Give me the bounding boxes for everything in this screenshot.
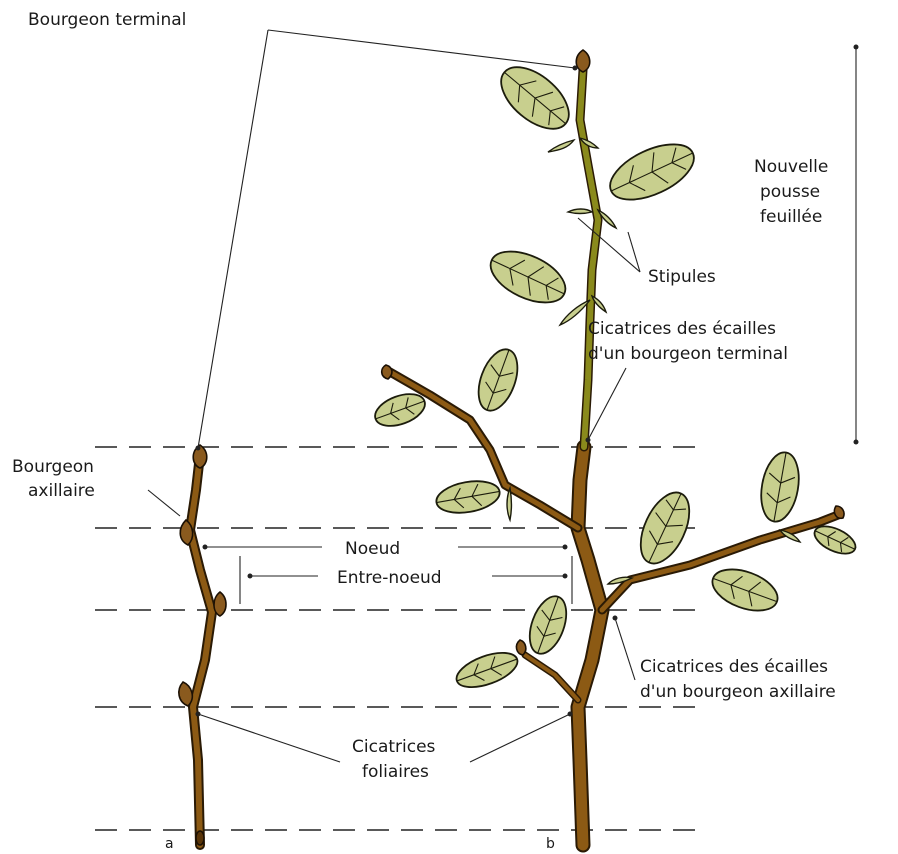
leader-terminal-bud-b (268, 30, 575, 68)
label-axillary-scars-line1: Cicatrices des écailles (640, 657, 828, 677)
leaf-lower-upright (523, 591, 574, 658)
twig-b-lower-branch (525, 655, 578, 700)
label-new-shoot-line1: Nouvelle (754, 157, 828, 177)
label-axillary-bud-line1: Bourgeon (12, 457, 94, 477)
labels: Bourgeon terminal Bourgeon axillaire Nou… (12, 10, 836, 852)
stipule (568, 209, 592, 214)
leader-terminal-scars (588, 368, 626, 440)
leader-stipules-1 (578, 218, 640, 272)
leaf-right-top (756, 449, 804, 524)
twig-a (179, 445, 226, 845)
label-terminal-bud: Bourgeon terminal (28, 10, 186, 30)
label-terminal-scars-line1: Cicatrices des écailles (588, 319, 776, 339)
twig-b-terminal-bud (576, 50, 590, 72)
leader-leaf-scars-b (470, 714, 570, 762)
twig-b-right-branch-tip-bud (834, 506, 844, 518)
new-shoot-bracket (854, 45, 859, 445)
leaf-lower-left (452, 646, 522, 694)
leaf-top-left (490, 55, 580, 140)
leader-terminal-bud-a (198, 30, 268, 448)
label-node: Noeud (345, 539, 400, 559)
twig-b-main-stem (578, 447, 602, 845)
label-internode: Entre-noeud (337, 568, 442, 588)
label-panel-b: b (546, 836, 555, 852)
leader-leaf-scars-a (198, 714, 340, 762)
twig-b-left-branch-tip-bud (382, 365, 392, 379)
label-panel-a: a (165, 836, 174, 852)
label-stipules: Stipules (648, 267, 716, 287)
leaf-branch-top (471, 344, 525, 416)
twig-a-axillary-bud-3 (179, 682, 192, 706)
leader-axillary-scars (615, 618, 635, 680)
leaf-top-right (602, 133, 702, 211)
leaf-mid-left (483, 241, 573, 313)
leaf-branch-low-left (434, 477, 502, 518)
leader-stipules-2 (628, 232, 640, 272)
leader-axillary-bud (148, 490, 180, 516)
leader-lines (148, 30, 640, 762)
label-leaf-scars-line1: Cicatrices (352, 737, 436, 757)
leaf-right-lower (707, 561, 783, 618)
label-leaf-scars-line2: foliaires (362, 762, 429, 782)
stipule (507, 488, 512, 520)
twig-b-lower-branch-bud (516, 640, 525, 655)
label-new-shoot-line2: pousse (760, 182, 820, 202)
label-axillary-scars-line2: d'un bourgeon axillaire (640, 682, 836, 702)
stipule (548, 140, 574, 152)
twig-a-stem (190, 455, 212, 845)
label-axillary-bud-line2: axillaire (28, 481, 95, 501)
twig-a-base-scar (196, 831, 204, 845)
label-terminal-scars-line2: d'un bourgeon terminal (588, 344, 788, 364)
twig-a-axillary-bud-2 (214, 592, 226, 616)
label-new-shoot-line3: feuillée (760, 207, 822, 227)
